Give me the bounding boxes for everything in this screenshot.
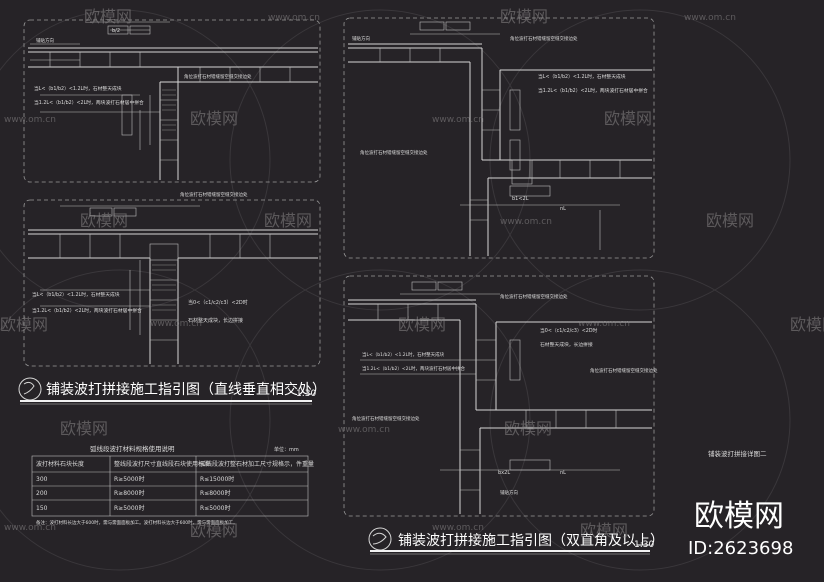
rule-label-3b: 当1.2L<（b1/b2）<2L时，两块波打石材居中拼合 bbox=[538, 87, 648, 94]
table-title: 弧线段波打材料规格使用说明 bbox=[90, 444, 175, 453]
panel-top-left: 铺贴方向 角位波打石材错缝留空缝交接边处 当L<（b1/b2）<1.2L时，石材… bbox=[23, 19, 321, 183]
dim-label-short-3: b1<2L bbox=[512, 196, 529, 202]
rule-label-2c: 当0<（c1/c2/c3）<2D时 bbox=[188, 299, 248, 306]
watermark-brand: 欧模网 bbox=[190, 109, 238, 128]
dim-label-b-1: b/2 bbox=[112, 28, 120, 34]
table-cell: R≤8000时 bbox=[200, 489, 230, 497]
panel-bottom-right: 角位波打石材错缝留空缝交接边处 当L<（b1/b2）<1.2L时，石材整天成块 … bbox=[343, 275, 658, 517]
watermark-url: www.om.cn bbox=[684, 13, 736, 23]
rule-label-2b: 当1.2L<（b1/b2）<2L时，两块波打石材居中拼合 bbox=[32, 307, 142, 314]
panel-top-right: 铺贴方向 角位波打石材错缝留空缝交接边处 当L<（b1/b2）<1.2L时，石材… bbox=[343, 17, 655, 259]
joint-label-3a: 角位波打石材错缝留空缝交接边处 bbox=[510, 35, 578, 42]
watermark-url: www.om.cn bbox=[150, 319, 202, 329]
watermark-brand: 欧模网 bbox=[504, 419, 552, 438]
joint-label-3b: 角位波打石材错缝留空缝交接边处 bbox=[360, 149, 428, 156]
watermark-url: www.om.cn bbox=[4, 523, 56, 533]
table-note: 备注：波打材料长边大于600时，需与需面面板加工。波打材料长边大于600时，需与… bbox=[36, 519, 238, 526]
watermark-url: www.om.cn bbox=[338, 425, 390, 435]
watermark-brand: 欧模网 bbox=[604, 109, 652, 128]
rule-label-4a: 当L<（b1/b2）<1.2L时，石材整天成块 bbox=[362, 351, 445, 358]
table-cell: 200 bbox=[36, 490, 48, 497]
watermark-brand: 欧模网 bbox=[706, 211, 754, 230]
table-cell: R≤15000时 bbox=[200, 475, 234, 483]
drawing-scale-1: 1:30 bbox=[296, 389, 316, 399]
dim-label-nl-4: nL bbox=[560, 470, 566, 476]
panel-middle-left: 角位波打石材错缝留空缝交接边处 当L<（b1/b2）<1.2L时，石材整天成块 … bbox=[23, 191, 321, 367]
watermark-url: www.om.cn bbox=[578, 319, 630, 329]
title-block-1: 铺装波打拼接施工指引图（直线垂直相交处） 1:30 bbox=[18, 377, 326, 405]
rule-label-3a: 当L<（b1/b2）<1.2L时，石材整天成块 bbox=[538, 73, 626, 80]
watermark-brand: 欧模网 bbox=[190, 521, 238, 540]
table-cell: R≥5000时 bbox=[114, 504, 144, 512]
watermark-brand: 欧模网 bbox=[80, 211, 128, 230]
edge-direction-label-1: 铺贴方向 bbox=[36, 37, 54, 44]
joint-label-2: 角位波打石材错缝留空缝交接边处 bbox=[180, 191, 248, 198]
watermark-brand: 欧模网 bbox=[398, 315, 446, 334]
table-cell: 150 bbox=[36, 505, 48, 512]
watermark-url: www.om.cn bbox=[432, 115, 484, 125]
watermark-url: www.om.cn bbox=[4, 115, 56, 125]
detail-symbol-icon bbox=[23, 381, 35, 395]
watermark-brand: 欧模网 bbox=[580, 521, 628, 540]
table-cell: 300 bbox=[36, 476, 48, 483]
rule-label-2a: 当L<（b1/b2）<1.2L时，石材整天成块 bbox=[32, 291, 120, 298]
material-table: 弧线段波打材料规格使用说明 单位：mm 波打材料石块长度 整线段波打尺寸直线段石… bbox=[31, 444, 314, 526]
detail-symbol-icon bbox=[372, 532, 387, 545]
watermark-url: www.om.cn bbox=[432, 523, 484, 533]
joint-label-1: 角位波打石材错缝留空缝交接边处 bbox=[184, 73, 252, 80]
watermark-brand: 欧模网 bbox=[790, 315, 824, 334]
dim-label-short-4: bx2L bbox=[498, 470, 510, 476]
rule-label-4c: 当0<（c1/c2/c3）<2D时 bbox=[540, 327, 598, 334]
dim-label-nl-3: nL bbox=[560, 206, 566, 212]
watermark-circles bbox=[0, 9, 791, 571]
table-header-3: 弧线段波打整石材加工尺寸规格示，件重量 bbox=[200, 460, 314, 468]
watermark-layer: 欧模网 www.om.cn 欧模网 www.om.cn www.om.cn 欧模… bbox=[0, 7, 824, 559]
joint-label-4a: 角位波打石材错缝留空缝交接边处 bbox=[500, 293, 568, 300]
watermark-brand: 欧模网 bbox=[500, 7, 548, 26]
watermark-id: ID:2623698 bbox=[688, 538, 793, 559]
rule-label-2d: 石材整天成块，长边拼接 bbox=[188, 317, 243, 324]
rule-label-4d: 石材整天成块，长边拼接 bbox=[540, 341, 593, 348]
watermark-url: www.om.cn bbox=[500, 217, 552, 227]
rule-label-1a: 当L<（b1/b2）<1.2L时，石材整天成块 bbox=[34, 85, 122, 92]
title-block-2: 铺装波打拼接施工指引图（双直角及以上） 1:30 bbox=[368, 527, 664, 555]
joint-label-4c: 角位波打石材错缝留空缝交接边处 bbox=[352, 415, 420, 422]
joint-label-4b: 角位波打石材错缝留空缝交接边处 bbox=[590, 367, 658, 374]
watermark-big-brand: 欧模网 bbox=[694, 499, 784, 534]
watermark-url: www.om.cn bbox=[268, 13, 320, 23]
side-caption: 铺装波打拼接详图二 bbox=[708, 449, 767, 458]
rule-label-1b: 当1.2L<（b1/b2）<2L时，两块波打石材居中拼合 bbox=[34, 99, 144, 106]
table-cell: R≥8000时 bbox=[114, 489, 144, 497]
watermark-brand: 欧模网 bbox=[84, 7, 132, 26]
drawing-title-1: 铺装波打拼接施工指引图（直线垂直相交处） bbox=[46, 381, 326, 398]
table-cell: R≥5000时 bbox=[114, 475, 144, 483]
watermark-brand: 欧模网 bbox=[0, 315, 48, 334]
rule-label-4b: 当1.2L<（b1/b2）<2L时，两块波打石材居中拼合 bbox=[362, 365, 466, 372]
watermark-brand: 欧模网 bbox=[60, 419, 108, 438]
table-cell: R≤5000时 bbox=[200, 504, 230, 512]
drawing-scale-2: 1:30 bbox=[634, 540, 654, 550]
edge-direction-label-3: 铺贴方向 bbox=[352, 35, 370, 42]
table-header-2: 整线段波打尺寸直线段石块使用标准 bbox=[114, 460, 210, 468]
watermark-brand: 欧模网 bbox=[264, 211, 312, 230]
table-unit: 单位：mm bbox=[274, 446, 299, 453]
drawing-title-2: 铺装波打拼接施工指引图（双直角及以上） bbox=[398, 532, 664, 549]
edge-direction-label-4: 铺贴方向 bbox=[500, 489, 518, 496]
table-header-1: 波打材料石块长度 bbox=[36, 460, 84, 468]
